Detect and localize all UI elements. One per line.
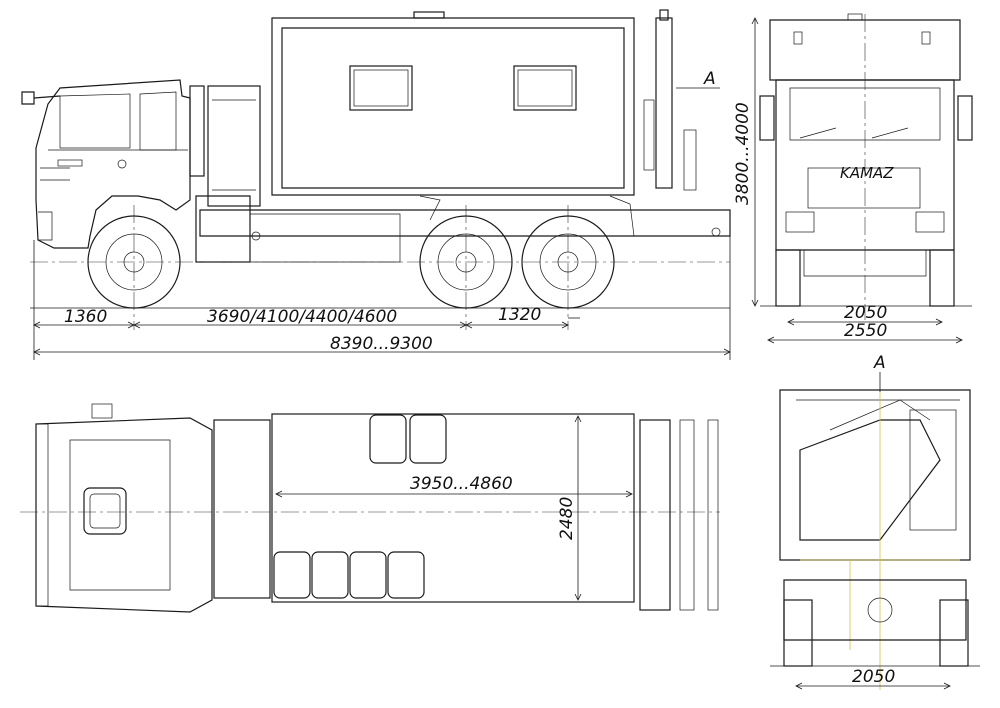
rear-view: A 2050 [770,353,980,690]
dim-body-length: 3950...4860 [410,474,513,494]
side-view: A [21,9,731,360]
dim-front-overhang: 1360 [64,307,107,327]
dim-bogie-spacing: 1320 [498,305,541,325]
rear-section-marker: A [873,353,886,373]
top-view: 3950...4860 2480 [20,403,720,613]
dim-height: 3800...4000 [733,102,753,205]
dim-front-width: 2550 [844,321,887,341]
side-cab [21,79,261,249]
side-body [271,11,635,196]
side-crane: A [643,9,720,191]
top-boxes-upper [369,414,447,464]
front-brand: KAMAZ [840,164,894,182]
dim-front-track: 2050 [844,303,887,323]
front-view: KAMAZ 3800...4000 2050 2550 [733,13,973,344]
top-boxes-lower [273,551,425,599]
section-marker-a: A [703,69,716,89]
dim-overall-length: 8390...9300 [330,334,433,354]
dim-body-width: 2480 [557,497,577,540]
dim-wheelbase: 3690/4100/4400/4600 [207,307,397,327]
dim-rear-track: 2050 [852,667,895,687]
